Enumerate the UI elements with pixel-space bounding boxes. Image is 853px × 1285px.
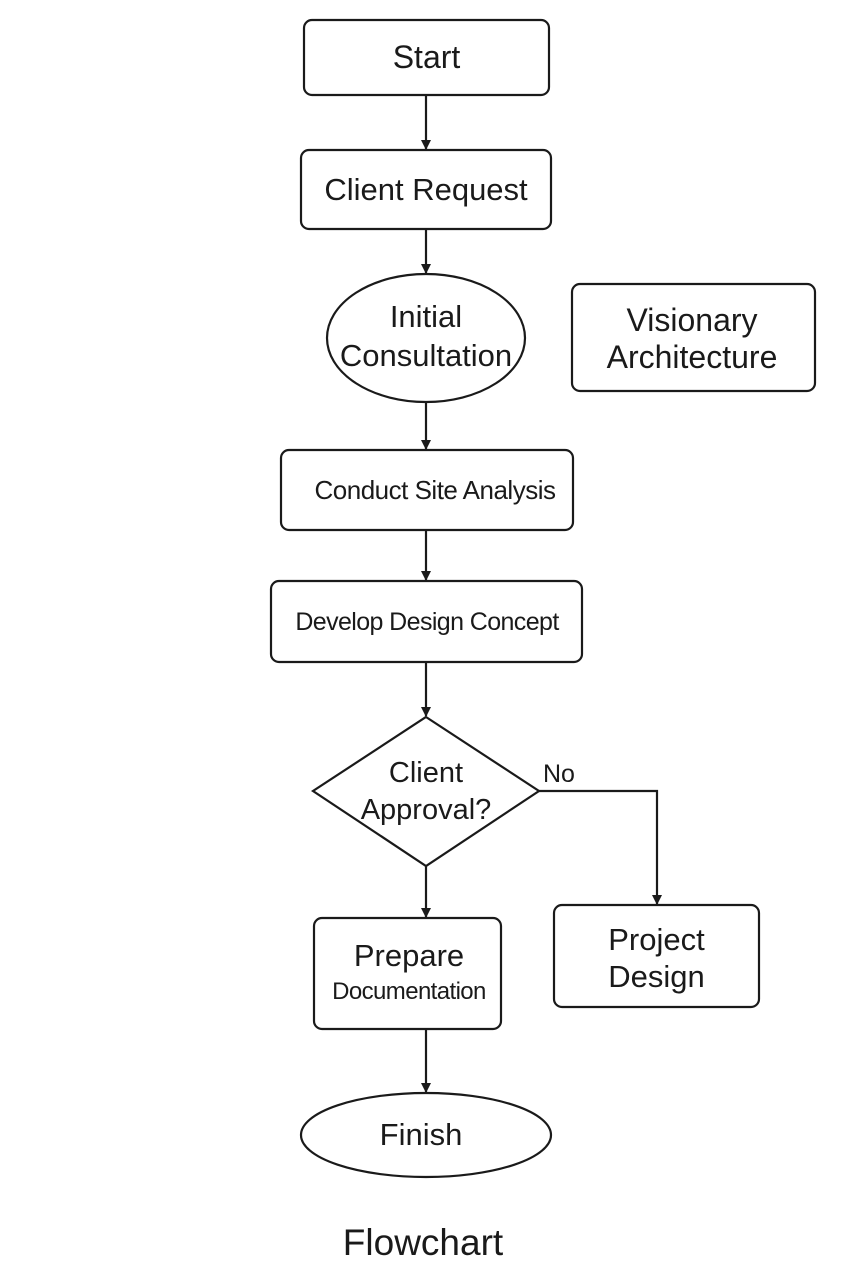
no-branch-label: No [543,760,575,788]
visionary-architecture-node-label: Visionary Architecture [572,302,812,376]
start-node-label: Start [392,39,461,75]
arrow-approval-no-to-project-design [539,789,662,905]
diagram-caption: Flowchart [342,1222,504,1263]
project-design-line1: Project [608,922,705,957]
finish-node-shape [299,1091,553,1179]
prepare-documentation-node-label: Prepare Documentation [311,938,507,1010]
prepare-documentation-node-shape [312,916,503,1031]
finish-node-label: Finish [379,1117,463,1152]
client-approval-decision-label: Client Approval? [326,755,526,829]
design-concept-node-label: Develop Design Concept [295,608,559,636]
initial-consultation-line2: Consultation [339,338,513,373]
initial-consultation-node-label: Initial Consultation [318,297,534,375]
client-approval-line2: Approval? [360,794,492,826]
project-design-node-label: Project Design [554,921,759,995]
client-request-node-label: Client Request [324,172,528,207]
visionary-architecture-line2: Architecture [606,339,778,375]
prepare-documentation-line2: Documentation [332,978,486,1005]
project-design-line2: Design [608,959,705,994]
initial-consultation-line1: Initial [389,299,463,334]
project-design-node-shape [552,903,761,1009]
visionary-architecture-line1: Visionary [626,302,758,338]
visionary-architecture-node-shape [570,282,817,393]
prepare-documentation-line1: Prepare [353,938,465,973]
client-approval-line1: Client [388,757,464,789]
site-analysis-node-label: Conduct Site Analysis [314,475,556,505]
